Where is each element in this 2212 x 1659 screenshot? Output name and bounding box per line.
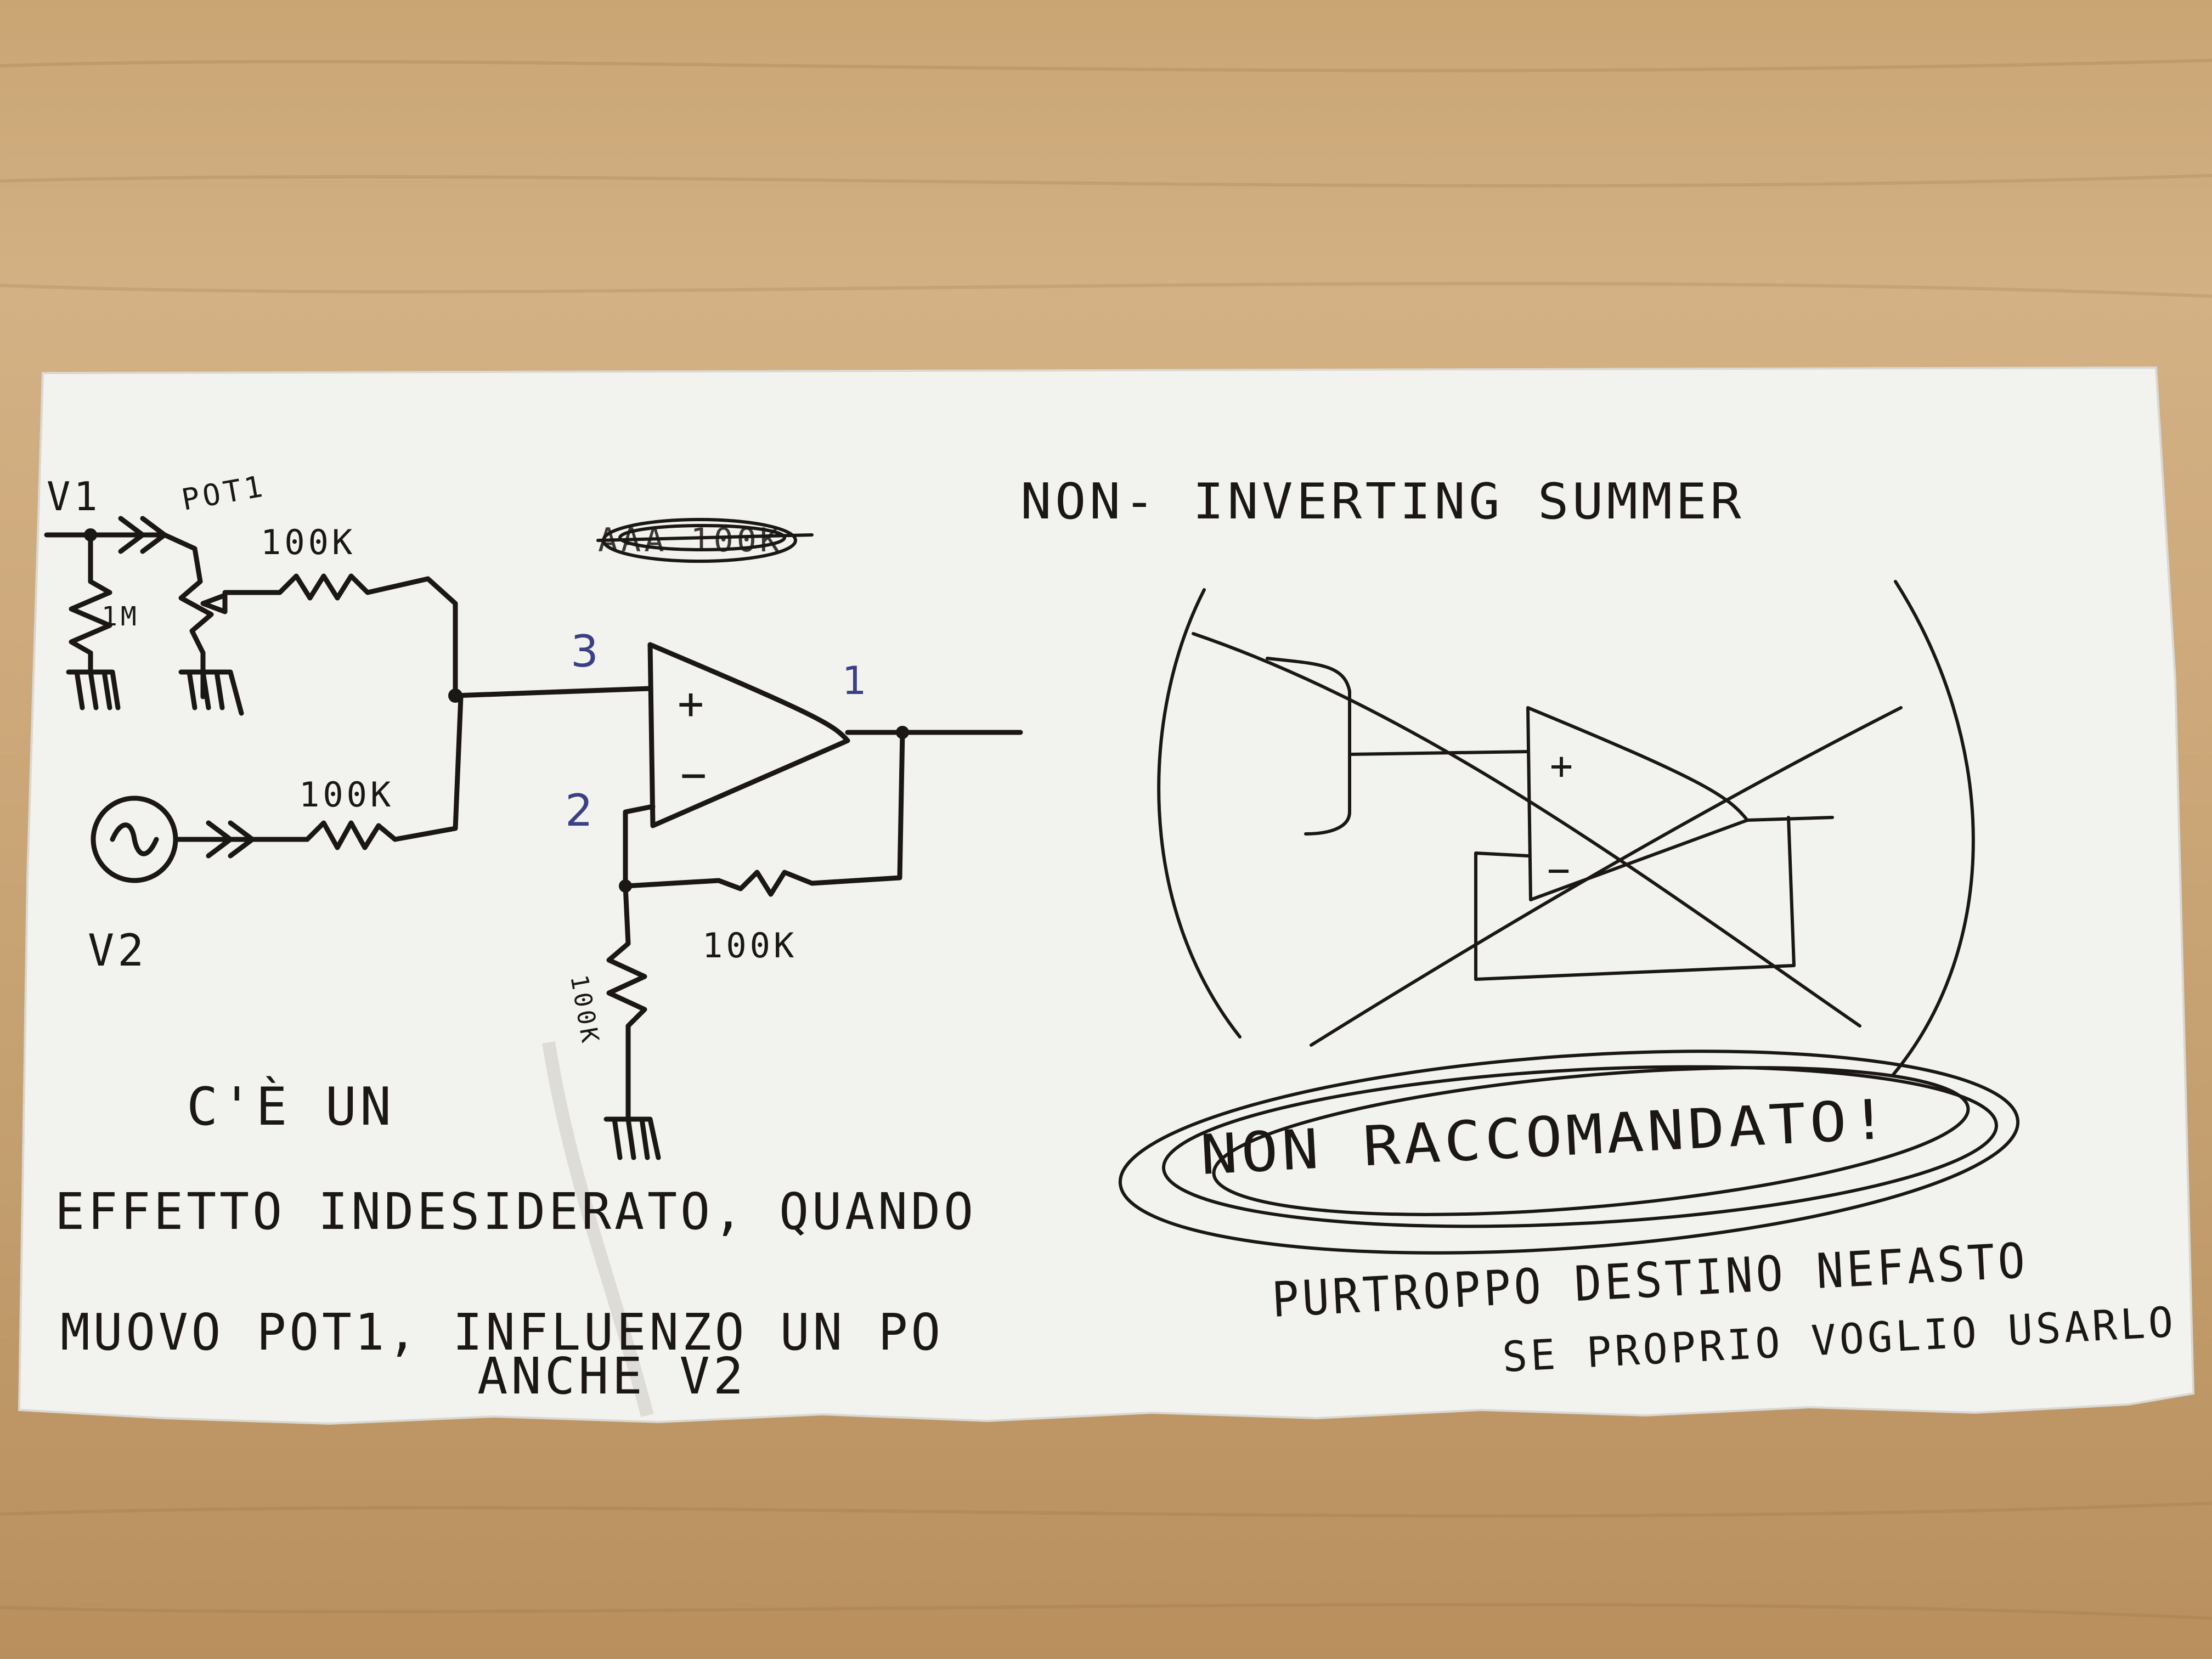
right-opamp-minus: − — [1547, 848, 1573, 893]
right-title: NON- INVERTING SUMMER — [1020, 473, 1745, 531]
struck-label: AAA 100K — [598, 521, 783, 560]
paper-sheet — [18, 366, 2195, 1425]
note-line-3: MUOVO POT1, INFLUENZO UN PO — [60, 1303, 944, 1362]
resistor-r1-label: 100K — [261, 522, 356, 562]
right-opamp-plus: + — [1550, 743, 1576, 788]
v1-label: V1 — [47, 473, 101, 520]
resistor-r2-label: 100K — [299, 775, 394, 815]
pin3-label: 3 — [571, 626, 599, 677]
pin2-label: 2 — [565, 785, 593, 836]
desk-background — [0, 59, 2212, 1620]
note-line-1: C'È UN — [187, 1076, 394, 1137]
crossed-summer-circuit — [1118, 580, 2020, 1255]
pin1-label: 1 — [842, 658, 867, 703]
note-line-2: EFFETTO INDESIDERATO, QUANDO — [55, 1182, 977, 1241]
note-line-4: ANCHE V2 — [477, 1347, 747, 1406]
resistor-1m-label: 1M — [101, 601, 140, 632]
paper-fold-shadow — [542, 1041, 654, 1418]
opamp-minus-sign: − — [680, 749, 710, 800]
v2-label: V2 — [88, 925, 147, 976]
feedback-resistor-label: 100K — [702, 926, 797, 966]
opamp-plus-sign: + — [678, 678, 707, 729]
stamp-ellipse-outer — [1118, 1049, 2020, 1255]
left-circuit — [44, 516, 1023, 1160]
